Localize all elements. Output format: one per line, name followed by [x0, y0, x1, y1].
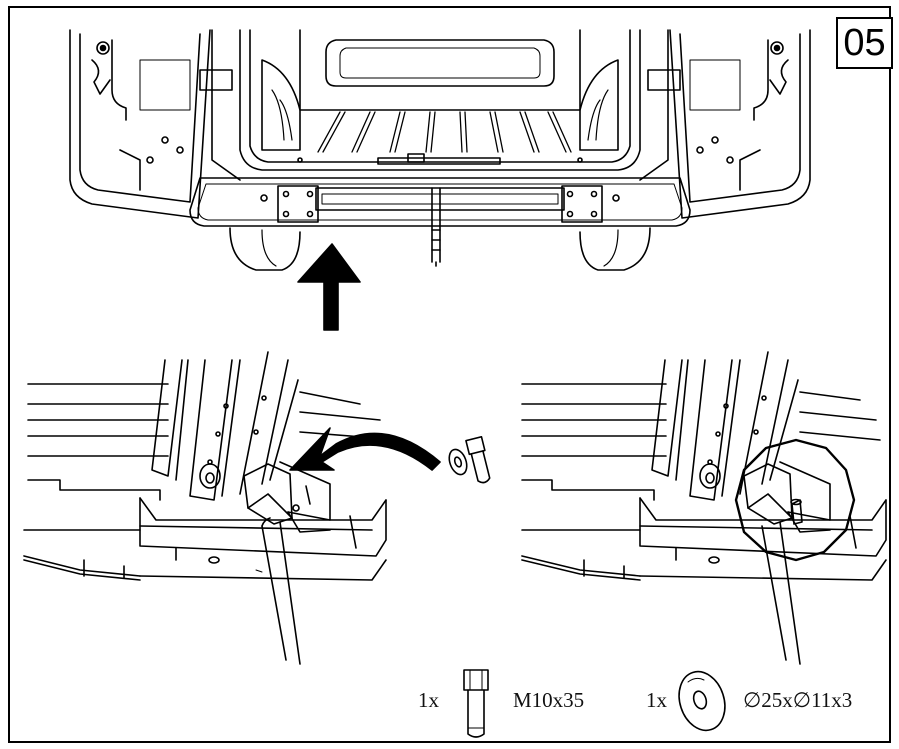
bolt-spec: M10x35 — [513, 688, 585, 712]
right-rear-door — [669, 29, 811, 219]
highlight-circle — [734, 438, 856, 562]
insert-arrow — [289, 427, 441, 471]
left-rear-door — [69, 29, 211, 219]
detail-left-mounting — [23, 351, 491, 665]
floor-grooves — [317, 111, 572, 153]
step-number-badge: 05 — [836, 17, 893, 69]
bolt-part — [465, 436, 491, 484]
washer-spec: ∅25x∅11x3 — [743, 688, 853, 712]
washer-quantity: 1x — [646, 688, 667, 712]
washer-part — [448, 448, 468, 476]
bolt-quantity: 1x — [418, 688, 439, 712]
up-arrow — [297, 243, 361, 331]
tow-bar-beam — [260, 185, 620, 267]
bolt-icon — [463, 669, 489, 738]
washer-icon — [678, 670, 726, 732]
instruction-frame — [8, 6, 891, 743]
van-rear-view — [69, 29, 811, 271]
detail-right-mounted — [521, 351, 887, 665]
